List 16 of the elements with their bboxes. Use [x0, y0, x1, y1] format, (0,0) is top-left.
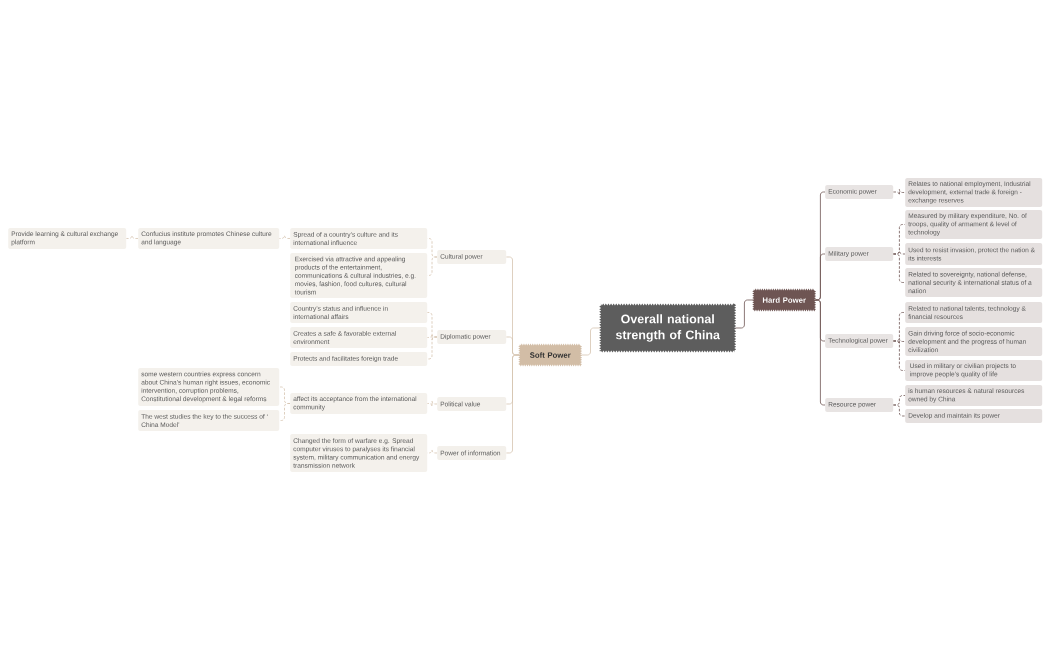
connector-line [279, 403, 291, 421]
connector-line [427, 449, 438, 454]
connector-line [126, 235, 139, 239]
central-topic-box: Overall national strength of China [599, 303, 737, 353]
connector-line [735, 299, 754, 329]
connector-line [279, 235, 291, 239]
connector-line [427, 256, 438, 276]
connector-line [893, 404, 906, 417]
connector-line [815, 299, 826, 406]
connector-line [893, 340, 906, 371]
connector-line [427, 336, 438, 360]
connector-line [427, 400, 438, 407]
connector-line [506, 354, 520, 454]
connector-line [893, 253, 906, 283]
connector-line [893, 189, 906, 196]
connector-line [581, 327, 601, 356]
